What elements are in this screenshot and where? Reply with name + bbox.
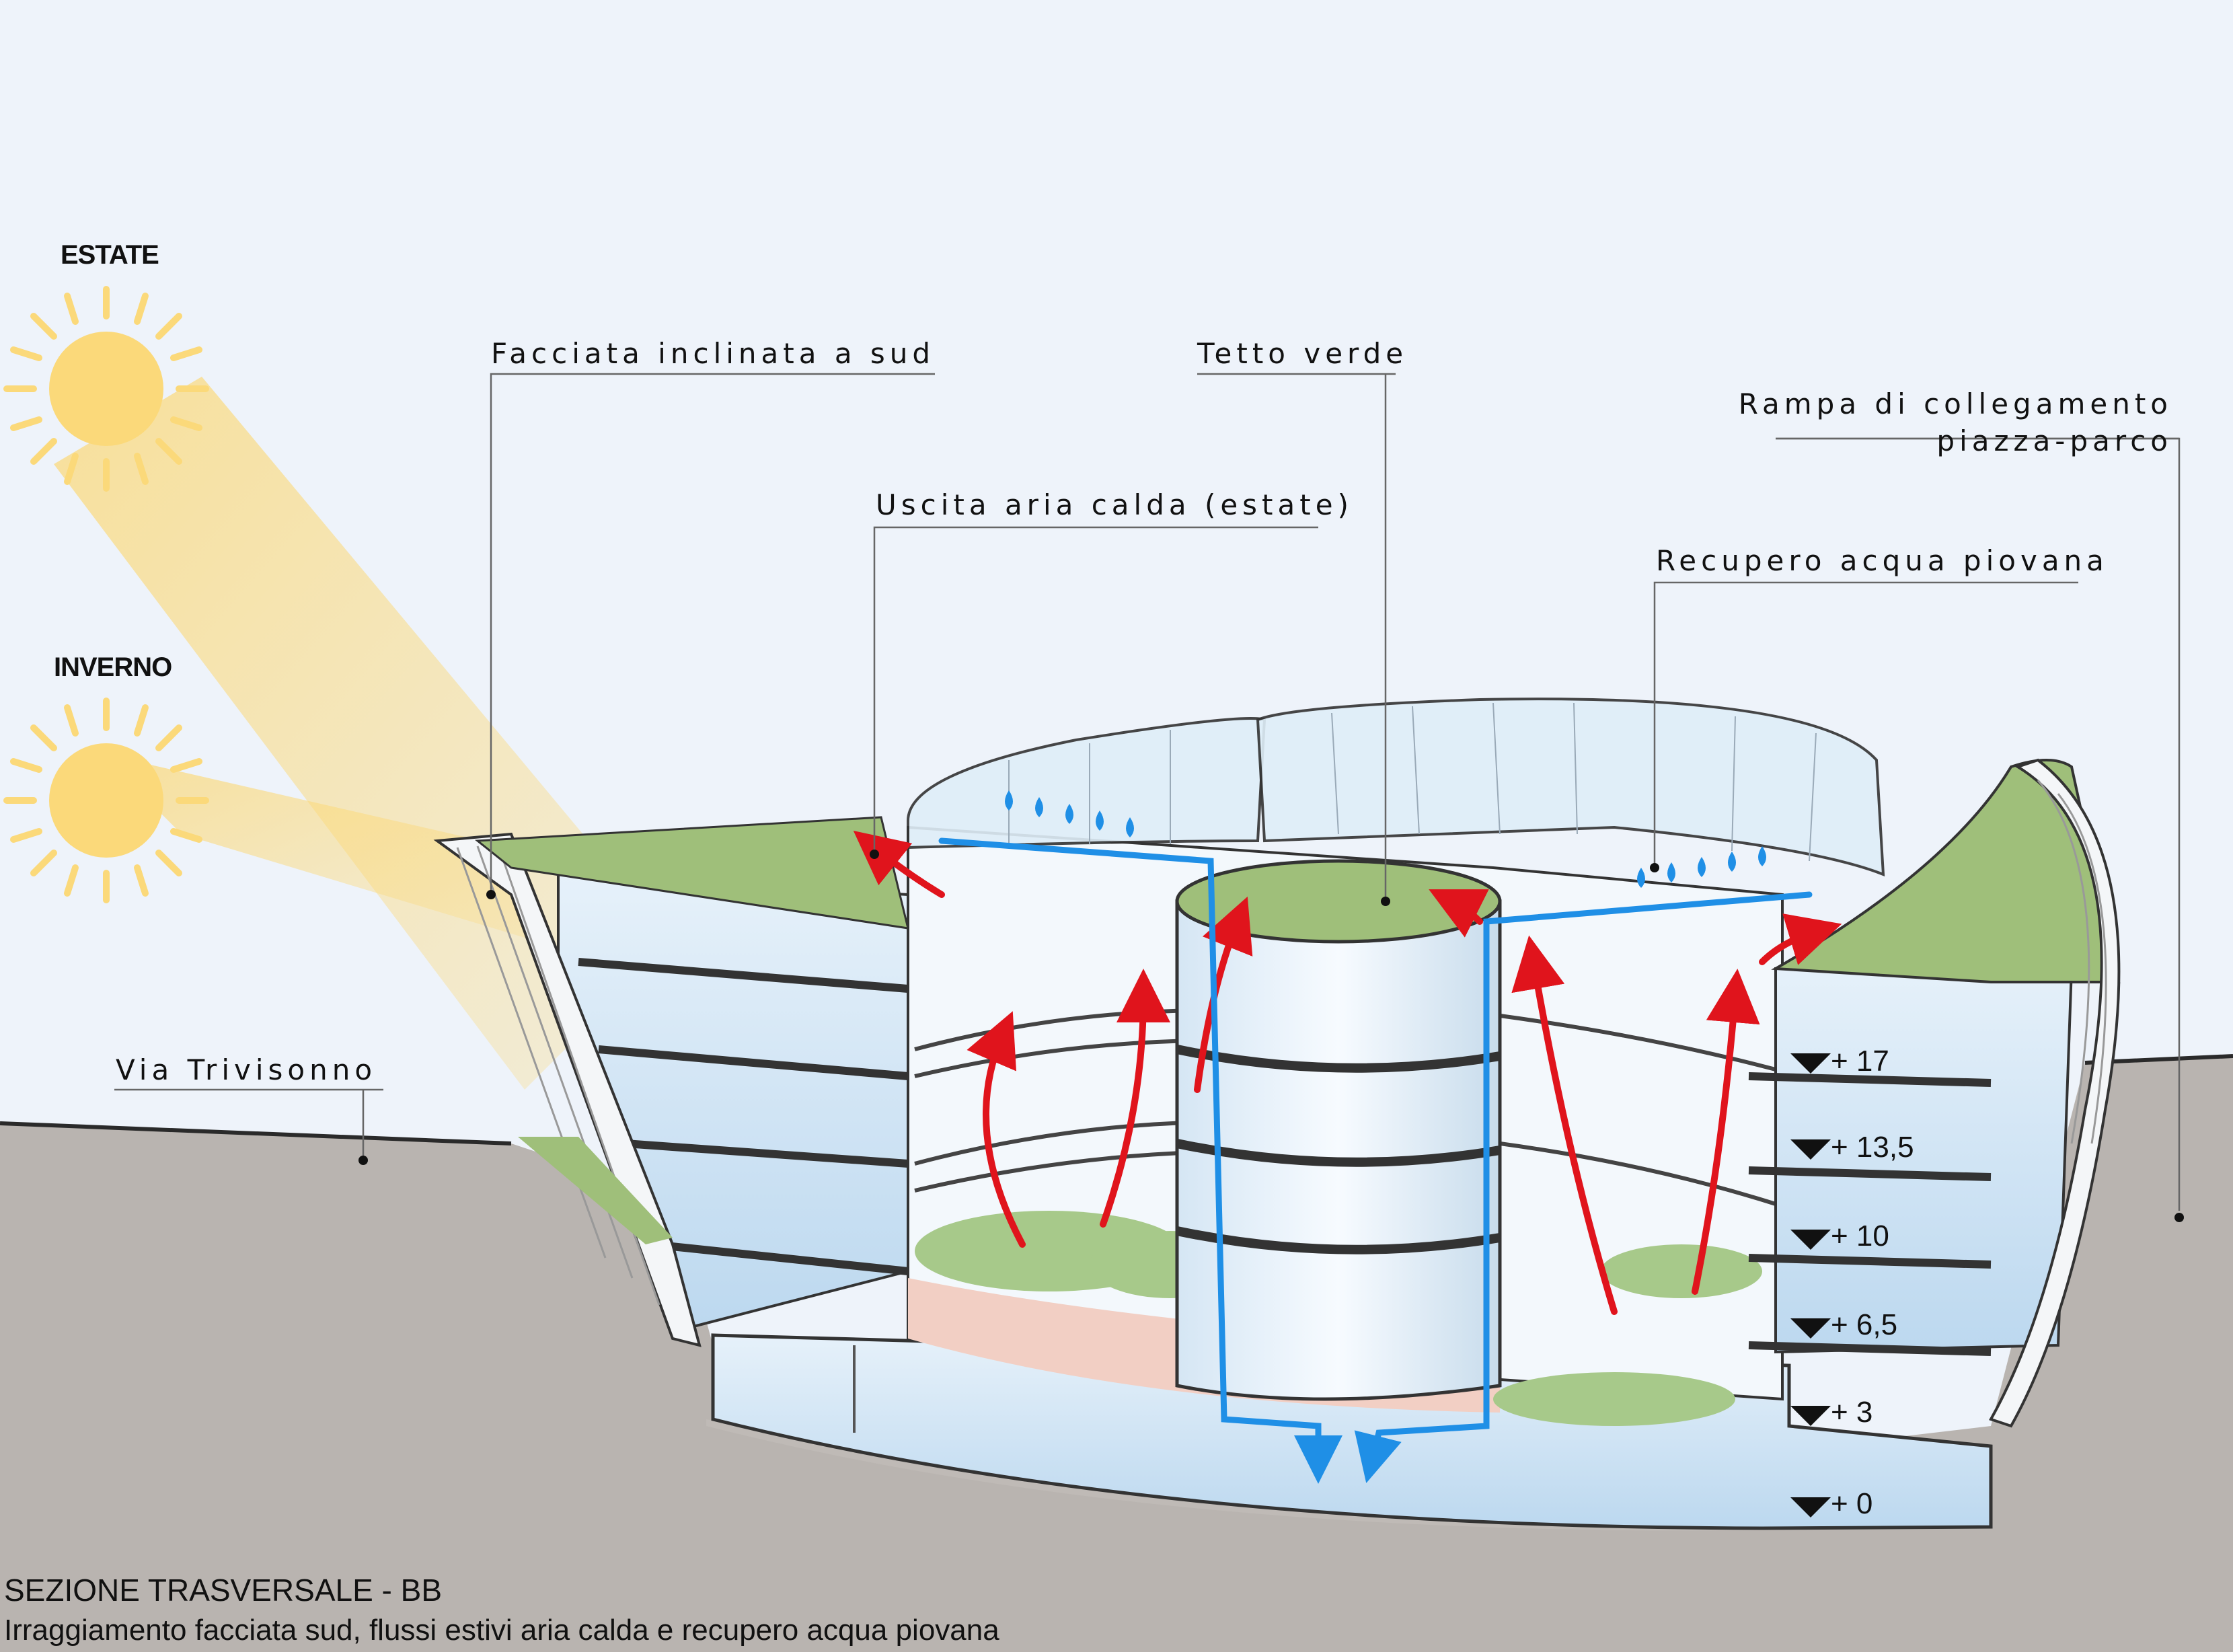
glass-canopy-left <box>907 717 1266 850</box>
label-ramp-line2: piazza-parco <box>1936 424 2172 457</box>
label-green-roof: Tetto verde <box>1197 337 1408 370</box>
building-section <box>433 698 2121 1531</box>
right-office-block <box>1774 960 2074 1354</box>
caption-subtitle: Irraggiamento facciata sud, flussi estiv… <box>4 1614 999 1647</box>
terrace-green <box>518 1137 673 1244</box>
right-floor-slabs <box>1748 1072 1992 1356</box>
caption-title: SEZIONE TRASVERSALE - BB <box>4 1573 442 1608</box>
level-3: + 3 <box>1831 1396 1872 1429</box>
label-ramp-line1: Rampa di collegamento <box>1739 387 2172 420</box>
street-line <box>0 1121 512 1146</box>
inner-garden-3 <box>1601 1244 1762 1298</box>
leader-dots <box>358 850 2184 1222</box>
level-17: + 17 <box>1831 1045 1889 1078</box>
level-marker-icons <box>1790 1053 1831 1517</box>
central-cylinder <box>1175 899 1502 1401</box>
left-floor-slabs <box>578 958 909 1275</box>
winter-sun-beam <box>101 753 538 942</box>
label-south-facade: Facciata inclinata a sud <box>491 337 935 370</box>
level-10: + 10 <box>1831 1219 1889 1252</box>
inner-garden-4 <box>1493 1372 1735 1426</box>
summer-label: ESTATE <box>61 240 159 270</box>
label-hot-air-exit: Uscita aria calda (estate) <box>876 488 1353 521</box>
leader-lines <box>114 373 2181 1211</box>
level-6-5: + 6,5 <box>1831 1308 1897 1341</box>
summer-sun-icon <box>3 286 209 492</box>
rainwater-flows <box>938 837 1813 1484</box>
winter-label: INVERNO <box>54 652 172 682</box>
right-curved-facade <box>1989 758 2121 1428</box>
label-rainwater: Recupero acqua piovana <box>1656 544 2109 577</box>
label-street: Via Trivisonno <box>116 1053 377 1086</box>
right-green-roof <box>1771 759 2121 983</box>
rain-drops-icon <box>1005 790 1766 888</box>
level-0: + 0 <box>1831 1487 1872 1520</box>
winter-sun-icon <box>3 698 209 903</box>
level-13-5: + 13,5 <box>1831 1131 1914 1164</box>
central-green-roof <box>1175 859 1502 944</box>
